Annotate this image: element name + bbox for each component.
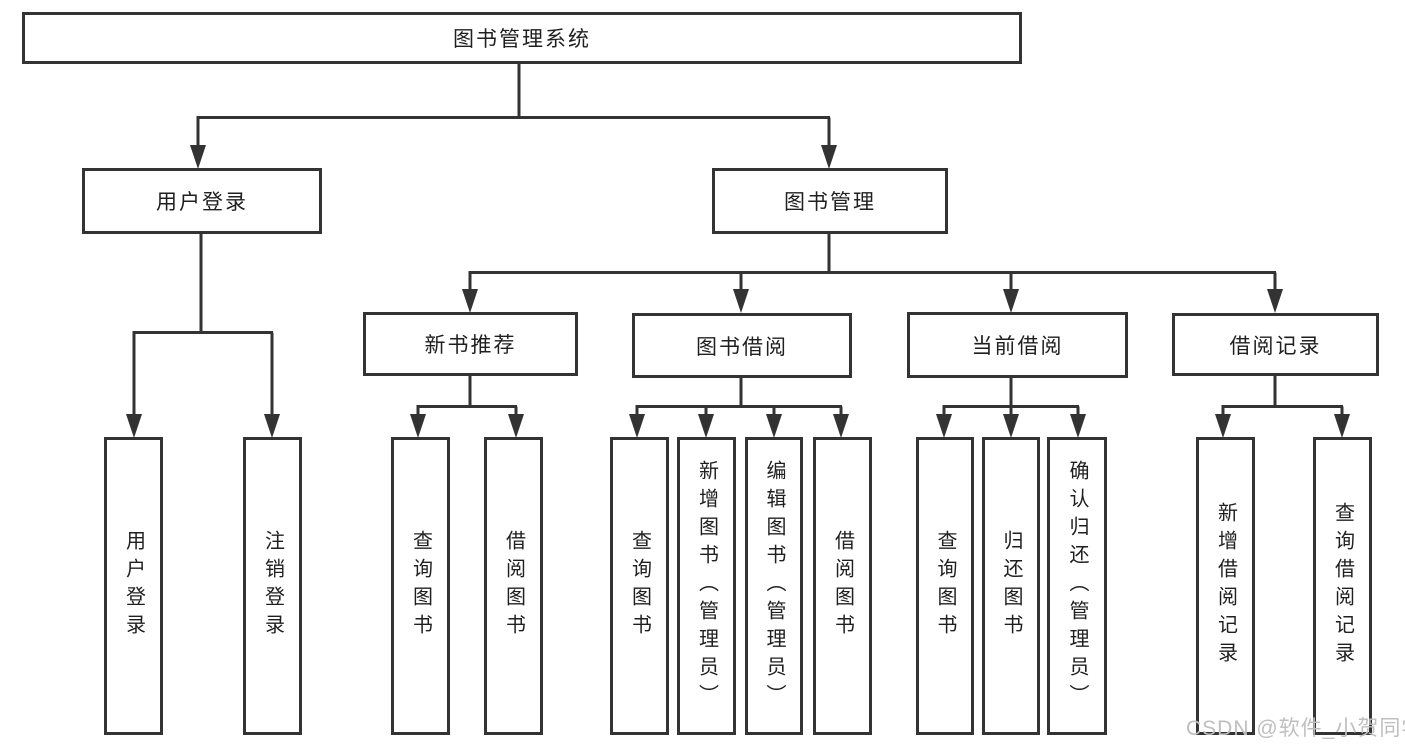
leaf-add-borrow-record: 新增借阅记录: [1196, 437, 1255, 735]
node-book-borrow: 图书借阅: [632, 313, 852, 378]
edge-root-to-level2: [190, 63, 837, 169]
leaf-label: 借阅图书: [502, 530, 525, 642]
node-user-login-branch: 用户登录: [82, 168, 322, 234]
leaf-label: 新增图书（管理员）: [695, 460, 718, 712]
leaf-label: 查询图书: [628, 530, 651, 642]
leaf-label: 查询图书: [409, 530, 432, 642]
leaf-logout: 注销登录: [243, 437, 302, 735]
edge-book-management-to-level3: [462, 233, 1283, 313]
edge-book-borrow-to-children: [629, 378, 849, 438]
edge-user-login-to-children: [126, 233, 280, 438]
csdn-watermark: CSDN @软件_小贺同学: [1186, 717, 1405, 740]
leaf-label: 用户登录: [122, 530, 145, 642]
leaf-label: 归还图书: [1000, 530, 1022, 642]
leaf-user-login: 用户登录: [104, 437, 163, 735]
leaf-return-books: 归还图书: [982, 437, 1040, 735]
edge-borrow-records-to-children: [1215, 376, 1350, 438]
leaf-edit-books-admin: 编辑图书（管理员）: [745, 437, 803, 735]
leaf-label: 借阅图书: [831, 530, 854, 642]
node-current-borrow: 当前借阅: [907, 312, 1128, 378]
leaf-label: 新增借阅记录: [1214, 502, 1237, 670]
edge-new-book-recommend-to-children: [410, 376, 524, 438]
leaf-query-borrow-record: 查询借阅记录: [1313, 437, 1372, 735]
node-book-management: 图书管理: [712, 168, 948, 234]
leaf-query-books-borrow: 查询图书: [610, 437, 669, 735]
node-library-management-system: 图书管理系统: [22, 12, 1022, 64]
node-new-book-recommend: 新书推荐: [363, 312, 578, 376]
leaf-label: 编辑图书（管理员）: [763, 460, 785, 712]
node-borrow-records: 借阅记录: [1172, 313, 1379, 376]
leaf-query-books-current: 查询图书: [916, 437, 974, 735]
leaf-query-books-recommend: 查询图书: [391, 437, 450, 735]
leaf-borrow-books: 借阅图书: [813, 437, 872, 735]
leaf-label: 注销登录: [261, 530, 284, 642]
leaf-add-books-admin: 新增图书（管理员）: [677, 437, 736, 735]
leaf-label: 查询图书: [934, 530, 956, 642]
leaf-confirm-return-admin: 确认归还（管理员）: [1047, 437, 1107, 735]
leaf-borrow-books-recommend: 借阅图书: [484, 437, 543, 735]
edge-current-borrow-to-children: [936, 378, 1086, 438]
leaf-label: 确认归还（管理员）: [1066, 460, 1088, 712]
leaf-label: 查询借阅记录: [1331, 502, 1354, 670]
